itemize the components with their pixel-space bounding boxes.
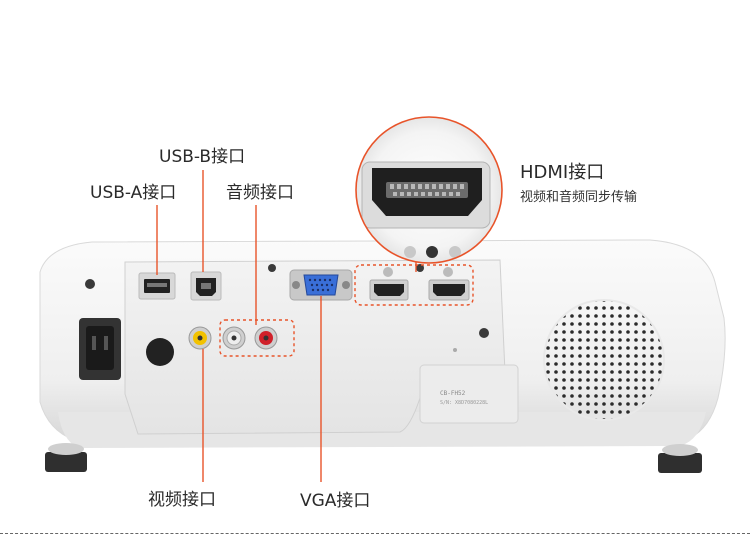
audio-right-port <box>254 326 278 350</box>
usb-b-port <box>190 271 222 301</box>
bottom-divider <box>0 533 750 534</box>
usb-a-port <box>138 272 176 300</box>
hdmi-zoom-circle <box>355 116 503 264</box>
video-label: 视频接口 <box>148 490 216 510</box>
hdmi-port-1 <box>369 267 409 301</box>
usb-b-label: USB-B接口 <box>159 147 246 167</box>
callout-lines <box>156 170 417 482</box>
audio-left-port <box>222 326 246 350</box>
hdmi-label: HDMI接口 <box>520 162 605 183</box>
hdmi-port-2 <box>428 267 470 301</box>
audio-label: 音频接口 <box>226 183 294 203</box>
right-foot <box>658 453 702 473</box>
speaker-grille <box>543 299 665 421</box>
screws <box>85 264 489 352</box>
power-inlet <box>79 318 121 380</box>
hdmi-highlight-box <box>354 264 474 306</box>
audio-highlight-box <box>219 319 295 357</box>
hdmi-description: 视频和音频同步传输 <box>520 190 638 205</box>
composite-video-port <box>188 326 212 350</box>
vga-label: VGA接口 <box>300 491 371 511</box>
usb-a-label: USB-A接口 <box>90 183 177 203</box>
serial-label: S/N: X8D7080228L <box>440 400 488 406</box>
label-plate <box>419 364 519 424</box>
left-foot <box>45 452 87 472</box>
model-label: CB-FH52 <box>440 390 466 397</box>
security-slot <box>146 338 174 366</box>
vga-port <box>289 269 353 301</box>
